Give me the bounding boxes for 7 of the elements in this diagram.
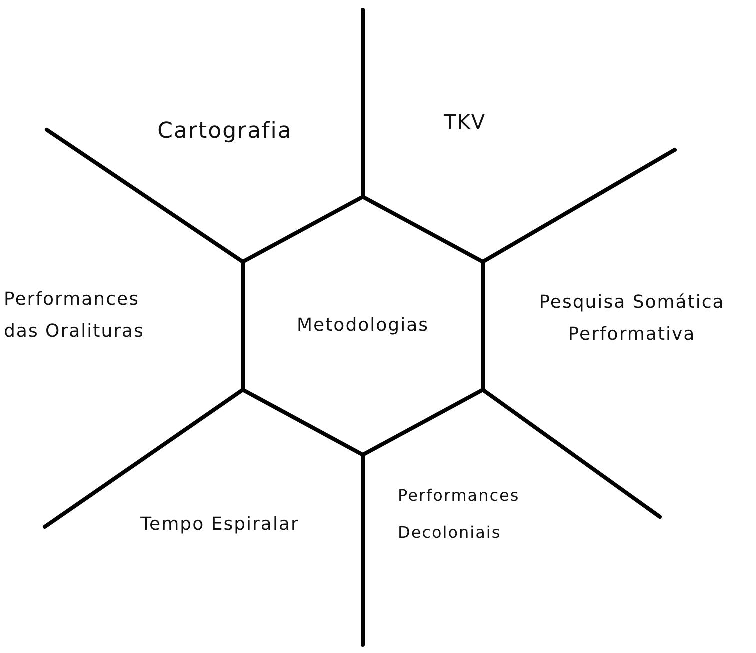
sector-label: TKV [442,109,487,136]
sector-label: Performances Decoloniais [398,485,521,544]
sector-label: Tempo Espiralar [140,513,300,537]
sector-label: Pesquisa Somática Performativa [538,291,726,348]
sector-label: Cartografia [156,118,294,146]
center-label: Metodologias [297,314,429,338]
sector-label: Performances das Oralituras [4,288,146,344]
